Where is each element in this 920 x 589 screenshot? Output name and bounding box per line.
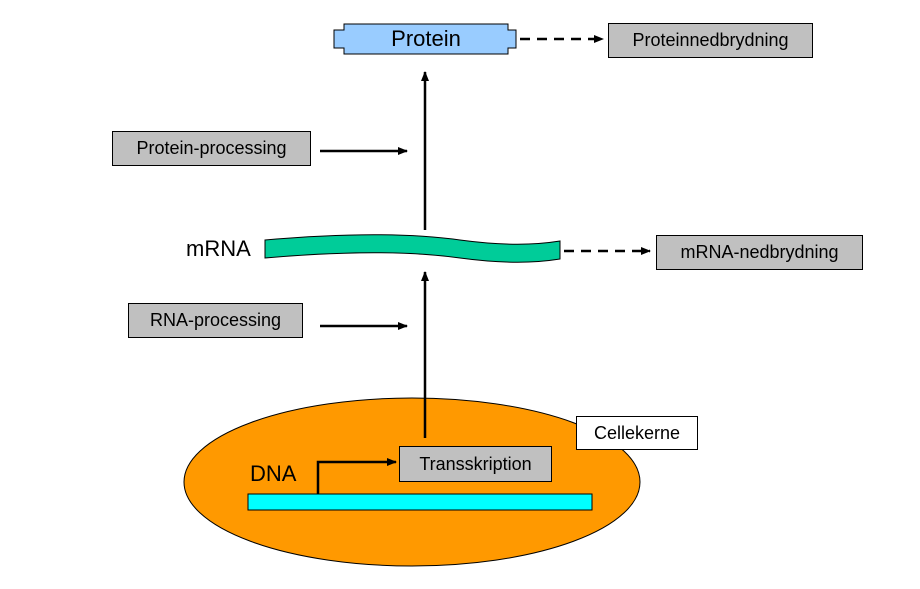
protein-label: Protein xyxy=(391,26,461,51)
mrna-label: mRNA xyxy=(186,236,251,261)
protein-degradation-label: Proteinnedbrydning xyxy=(632,30,789,50)
protein-degradation-box: Proteinnedbrydning xyxy=(608,23,813,58)
protein-processing-label: Protein-processing xyxy=(136,138,287,158)
mrna-degradation-label: mRNA-nedbrydning xyxy=(680,242,839,262)
protein-processing-box: Protein-processing xyxy=(112,131,311,166)
dna-strand xyxy=(247,493,593,511)
rna-processing-box: RNA-processing xyxy=(128,303,303,338)
transcription-box: Transskription xyxy=(399,446,552,482)
transcription-label: Transskription xyxy=(419,453,532,474)
mrna-strand xyxy=(264,234,561,263)
cell-nucleus-shape xyxy=(183,397,641,567)
mrna-degradation-box: mRNA-nedbrydning xyxy=(656,235,863,270)
dna-label: DNA xyxy=(250,461,297,486)
cell-nucleus-label: Cellekerne xyxy=(593,422,681,443)
cell-nucleus-box: Cellekerne xyxy=(576,416,698,450)
rna-processing-label: RNA-processing xyxy=(149,310,282,330)
transcription-start-arrow xyxy=(316,458,397,494)
protein-shape xyxy=(333,23,517,55)
